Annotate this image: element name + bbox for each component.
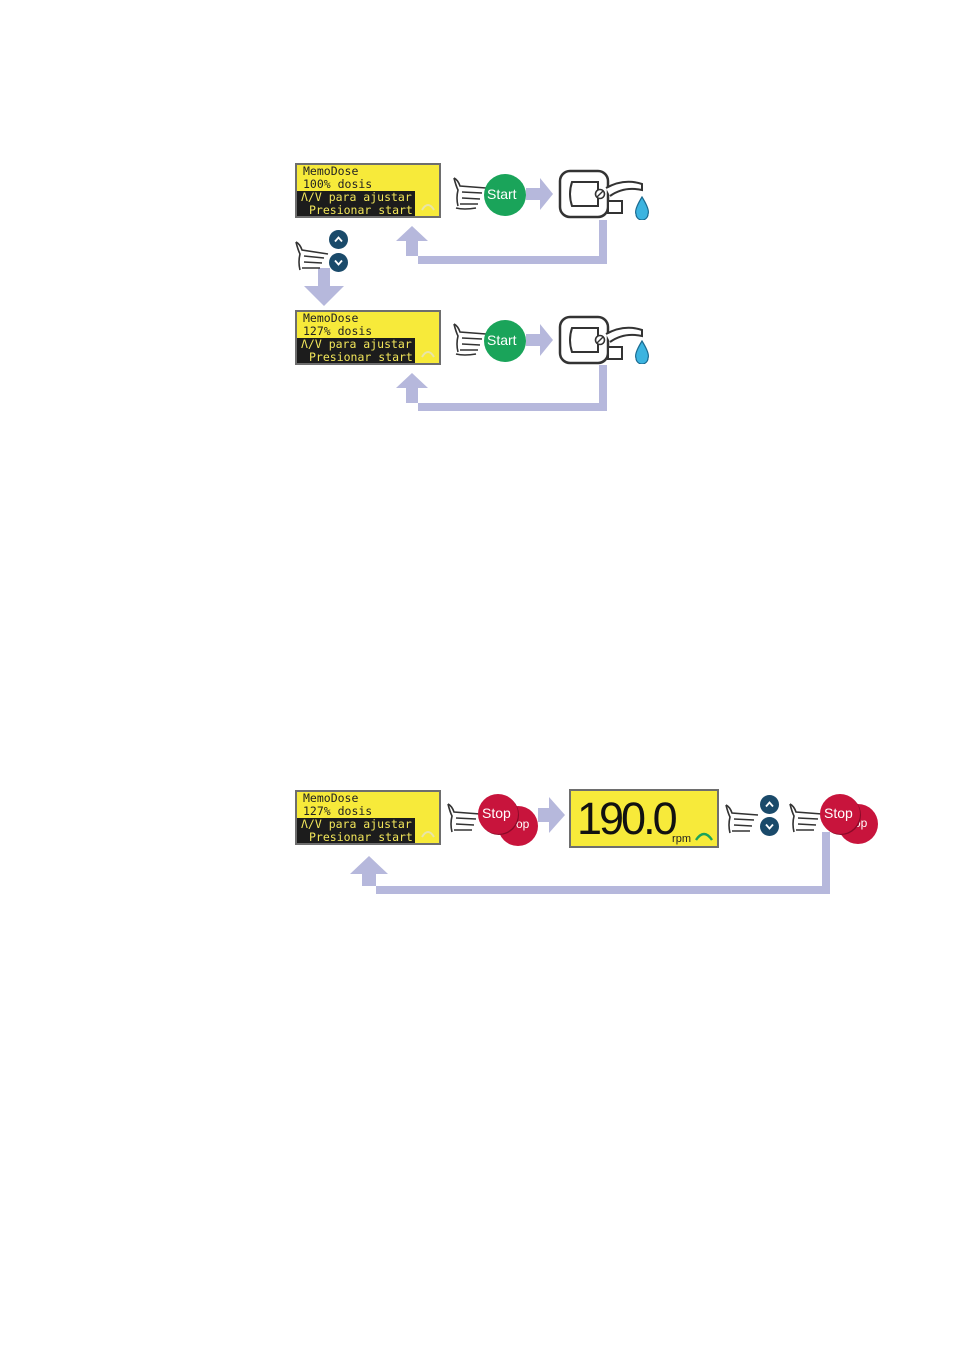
down-button[interactable] <box>760 817 779 836</box>
lcd-line: 127% dosis <box>303 804 373 818</box>
hand-pointer-icon <box>453 323 487 356</box>
lcd-panel-top: MemoDose 100% dosis Λ/V para ajustar Pre… <box>295 163 441 218</box>
return-arrow-bottom <box>350 832 830 894</box>
arrow-start-pump-top <box>526 178 553 210</box>
down-button[interactable] <box>329 253 348 272</box>
stop-button[interactable]: Stop <box>478 794 518 834</box>
stop-button[interactable]: Stop <box>820 794 860 834</box>
lcd-panel-bottom: MemoDose 127% dosis Λ/V para ajustar Pre… <box>295 790 441 845</box>
pump-head-icon <box>558 169 643 219</box>
chevron-down-icon <box>334 259 343 266</box>
lcd-line-highlight: Λ/V para ajustar <box>297 338 415 351</box>
hand-pointer-icon <box>447 803 481 833</box>
start-label: Start <box>487 186 517 202</box>
hand-pointer-icon <box>453 177 487 210</box>
lcd-line: MemoDose <box>303 791 359 805</box>
chevron-up-icon <box>334 236 343 243</box>
stop-label: Stop <box>482 805 511 821</box>
rotation-icon <box>695 832 713 841</box>
lcd-panel-mid: MemoDose 127% dosis Λ/V para ajustar Pre… <box>295 310 441 365</box>
hand-pointer-icon <box>725 804 759 834</box>
lcd-line: 100% dosis <box>303 177 373 191</box>
speed-display: 190.0 rpm <box>569 789 719 848</box>
arrow-start-pump-mid <box>526 324 553 356</box>
chevron-up-icon <box>765 801 774 808</box>
up-button[interactable] <box>760 795 779 814</box>
lcd-line-highlight: Presionar start <box>297 351 415 363</box>
down-arrow <box>304 268 344 306</box>
rotation-icon <box>421 831 435 838</box>
return-arrow-mid <box>396 365 607 411</box>
up-button[interactable] <box>329 230 348 249</box>
stop-back-label: op <box>516 817 530 831</box>
lcd-line-highlight: Λ/V para ajustar <box>297 818 415 831</box>
stop-label: Stop <box>824 805 853 821</box>
lcd-line: MemoDose <box>303 164 359 178</box>
drop-icon <box>635 196 649 220</box>
rotation-icon <box>421 204 435 211</box>
lcd-line-highlight: Λ/V para ajustar <box>297 191 415 204</box>
arrow-stop-display <box>538 797 565 833</box>
return-arrow-top <box>396 220 607 264</box>
start-button[interactable]: Start <box>484 320 526 362</box>
hand-pointer-icon <box>295 241 329 271</box>
start-label: Start <box>487 332 517 348</box>
speed-unit: rpm <box>672 833 691 845</box>
hand-pointer-icon <box>789 803 823 833</box>
lcd-line: 127% dosis <box>303 324 373 338</box>
rotation-icon <box>421 351 435 358</box>
lcd-line-highlight: Presionar start <box>297 204 415 216</box>
pump-head-icon <box>558 315 643 365</box>
speed-value: 190.0 <box>577 793 678 844</box>
lcd-line: MemoDose <box>303 311 359 325</box>
chevron-down-icon <box>765 823 774 830</box>
drop-icon <box>635 340 649 364</box>
lcd-line-highlight: Presionar start <box>297 831 415 843</box>
start-button[interactable]: Start <box>484 174 526 216</box>
